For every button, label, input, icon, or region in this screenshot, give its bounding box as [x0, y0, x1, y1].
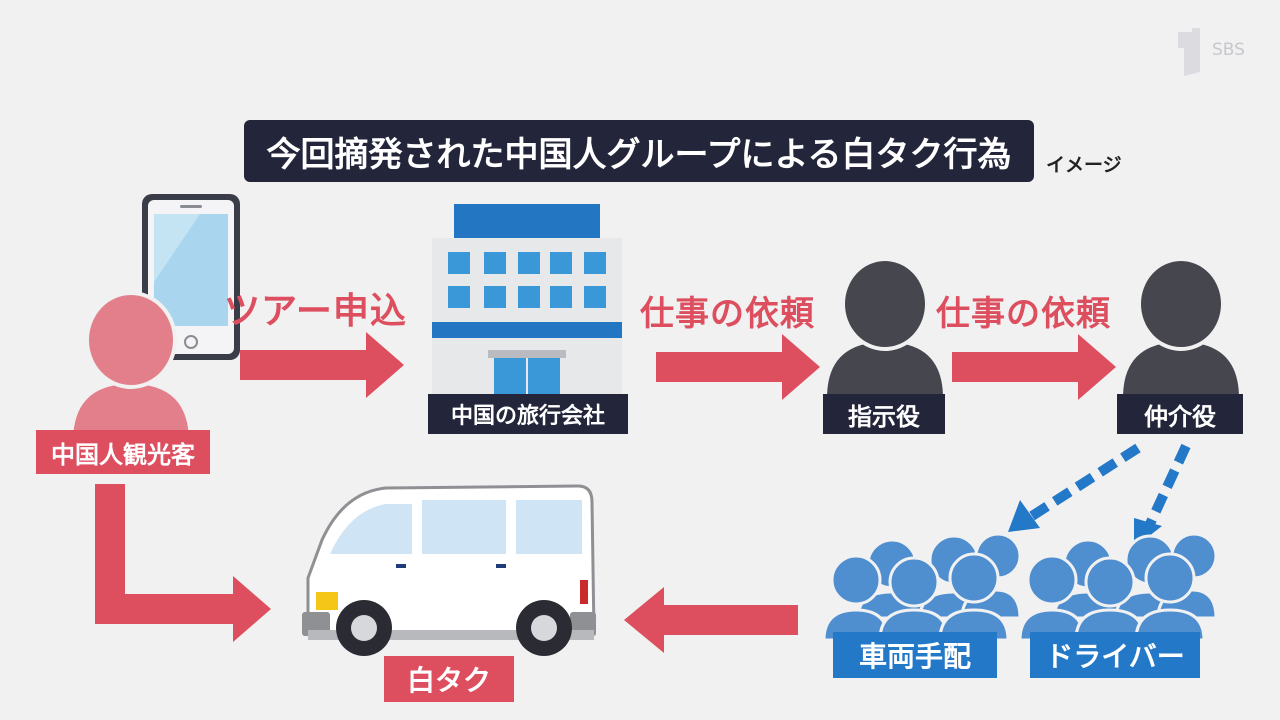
arrow-to-director	[656, 332, 822, 406]
drivers-group-icon	[1018, 530, 1218, 644]
sbs-logo	[1170, 22, 1262, 82]
logo-text: SBS	[1212, 40, 1245, 60]
dashed-arrows-from-broker	[990, 438, 1210, 562]
white-taxi-label: 白タク	[384, 656, 514, 702]
broker-label: 仲介役	[1117, 394, 1243, 434]
travel-agency-building-icon	[430, 204, 624, 400]
arrow-to-van	[622, 585, 798, 659]
tour-request-label: ツアー申込	[224, 291, 407, 332]
job-request-label-1: 仕事の依頼	[640, 294, 815, 334]
arrow-to-broker	[952, 332, 1118, 406]
drivers-label: ドライバー	[1030, 632, 1200, 678]
travel-agency-label: 中国の旅行会社	[428, 394, 628, 434]
tourist-person-icon	[68, 291, 194, 446]
image-note: イメージ	[1046, 154, 1122, 176]
arrow-tourist-to-van	[95, 484, 275, 658]
director-person-icon	[822, 257, 948, 402]
tourist-label: 中国人観光客	[36, 430, 210, 474]
diagram-title: 今回摘発された中国人グループによる白タク行為	[244, 120, 1034, 182]
arrow-to-agency	[240, 330, 406, 404]
broker-person-icon	[1118, 257, 1244, 402]
van-icon	[300, 484, 600, 668]
job-request-label-2: 仕事の依頼	[936, 294, 1111, 334]
vehicle-arrangement-label: 車両手配	[833, 632, 997, 678]
director-label: 指示役	[823, 394, 945, 434]
vehicle-arrangement-group-icon	[822, 530, 1022, 644]
